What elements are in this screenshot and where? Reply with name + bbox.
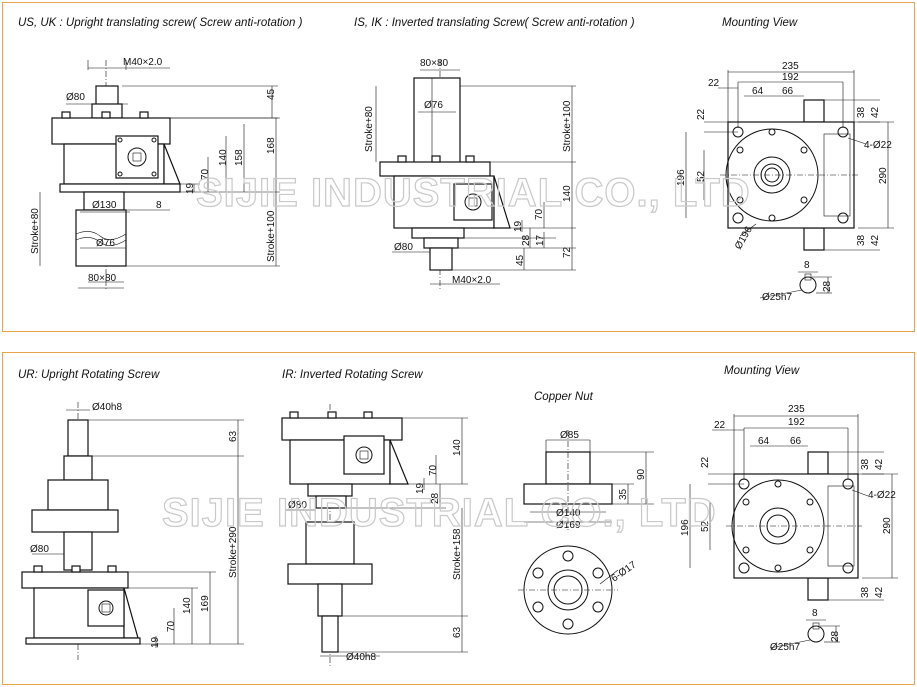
ir-h63: 63 xyxy=(452,626,463,638)
us-h158: 158 xyxy=(234,149,245,166)
us-h45: 45 xyxy=(266,88,277,100)
mounting-view-bottom: 235 192 22 64 66 22 38 42 4-Ø22 196 52 2… xyxy=(680,404,898,653)
ir-drawing: 140 70 19 28 Ø80 Stroke+158 63 Ø40h8 xyxy=(281,404,468,666)
ur-h169: 169 xyxy=(200,595,211,612)
mt-h196: 196 xyxy=(676,169,687,186)
mb-h42b: 42 xyxy=(874,586,885,598)
title-copper-nut: Copper Nut xyxy=(534,391,594,403)
ur-stroke290: Stroke+290 xyxy=(228,526,239,578)
ur-h70: 70 xyxy=(166,620,177,632)
mb-key28: 28 xyxy=(830,630,841,642)
is-h140: 140 xyxy=(562,185,573,202)
is-thread: M40×2.0 xyxy=(452,275,492,286)
is-stroke100: Stroke+100 xyxy=(562,100,573,152)
mb-shaft: Ø25h7 xyxy=(770,642,800,653)
mt-w192: 192 xyxy=(782,72,799,83)
mt-key8: 8 xyxy=(804,260,810,271)
us-uk-drawing: M40×2.0 Ø80 45 168 158 140 70 19 8 Ø130 … xyxy=(30,57,280,290)
nut-d140: Ø140 xyxy=(556,508,581,519)
is-stroke80: Stroke+80 xyxy=(364,106,375,152)
ur-drawing: Ø40h8 63 Ø80 Stroke+290 169 140 70 19 xyxy=(21,402,244,660)
is-d80: Ø80 xyxy=(394,242,413,253)
mb-h52: 52 xyxy=(700,520,711,532)
mt-w22: 22 xyxy=(708,78,720,89)
title-mounting-bottom: Mounting View xyxy=(724,365,800,377)
ir-h140: 140 xyxy=(452,439,463,456)
mb-h196: 196 xyxy=(680,519,691,536)
us-h140: 140 xyxy=(218,149,229,166)
mb-h290: 290 xyxy=(882,517,893,534)
ur-d40: Ø40h8 xyxy=(92,402,122,413)
us-d130: Ø130 xyxy=(92,200,117,211)
mb-holes: 4-Ø22 xyxy=(868,490,896,501)
is-h17: 17 xyxy=(535,234,546,246)
us-thread: M40×2.0 xyxy=(123,57,163,68)
mb-h22: 22 xyxy=(700,456,711,468)
ir-h70: 70 xyxy=(428,464,439,476)
watermark-bottom: SIJIE INDUSTRIAL CO., LTD xyxy=(162,491,717,535)
us-h19: 19 xyxy=(185,182,196,194)
mt-w235: 235 xyxy=(782,61,799,72)
title-ir: IR: Inverted Rotating Screw xyxy=(282,369,423,381)
mt-h42b: 42 xyxy=(870,234,881,246)
mb-w64: 64 xyxy=(758,436,770,447)
ur-h140: 140 xyxy=(182,597,193,614)
mt-h290: 290 xyxy=(878,167,889,184)
us-h70: 70 xyxy=(200,168,211,180)
mb-w22: 22 xyxy=(714,420,726,431)
mt-w64: 64 xyxy=(752,86,764,97)
title-us-uk: US, UK : Upright translating screw( Scre… xyxy=(18,17,303,29)
mt-holes: 4-Ø22 xyxy=(864,140,892,151)
ir-stroke158: Stroke+158 xyxy=(452,528,463,580)
mt-h42a: 42 xyxy=(870,106,881,118)
nut-h35: 35 xyxy=(618,488,629,500)
is-d76: Ø76 xyxy=(424,100,443,111)
mb-h38b: 38 xyxy=(860,586,871,598)
us-stroke100: Stroke+100 xyxy=(266,210,277,262)
mb-w235: 235 xyxy=(788,404,805,415)
us-h168: 168 xyxy=(266,137,277,154)
title-mounting-top: Mounting View xyxy=(722,17,798,29)
is-h19: 19 xyxy=(513,220,524,232)
ir-d80: Ø80 xyxy=(288,500,307,511)
mt-h22: 22 xyxy=(696,108,707,120)
ir-h19: 19 xyxy=(415,482,426,494)
mt-w66: 66 xyxy=(782,86,794,97)
nut-d85: Ø85 xyxy=(560,430,579,441)
ir-d40: Ø40h8 xyxy=(346,652,376,663)
mt-h38b: 38 xyxy=(856,234,867,246)
us-d76: Ø76 xyxy=(96,238,115,249)
us-stroke80: Stroke+80 xyxy=(30,208,41,254)
mounting-view-top: 235 192 22 64 66 22 38 42 4-Ø22 196 52 2… xyxy=(676,61,894,303)
nut-h90: 90 xyxy=(636,468,647,480)
us-sq80: 80×80 xyxy=(88,273,117,284)
title-is-ik: IS, IK : Inverted translating Screw( Scr… xyxy=(354,17,635,29)
mb-h42a: 42 xyxy=(874,458,885,470)
is-ik-drawing: 80×80 Ø76 Stroke+80 Stroke+100 140 70 19… xyxy=(364,58,576,290)
mb-key8: 8 xyxy=(812,608,818,619)
ur-d80: Ø80 xyxy=(30,544,49,555)
is-h72: 72 xyxy=(562,246,573,258)
ur-h19: 19 xyxy=(150,636,161,648)
is-sq80: 80×80 xyxy=(420,58,449,69)
mt-h52: 52 xyxy=(696,170,707,182)
is-h45: 45 xyxy=(515,254,526,266)
nut-holes: 6-Ø17 xyxy=(609,559,638,584)
mb-h38a: 38 xyxy=(860,458,871,470)
ir-h28: 28 xyxy=(430,492,441,504)
mt-h38a: 38 xyxy=(856,106,867,118)
us-d80: Ø80 xyxy=(66,92,85,103)
mt-shaft: Ø25h7 xyxy=(762,292,792,303)
ur-h63: 63 xyxy=(228,430,239,442)
watermark-top: SIJIE INDUSTRIAL CO., LTD xyxy=(196,171,751,215)
mb-w192: 192 xyxy=(788,417,805,428)
is-h70: 70 xyxy=(534,208,545,220)
mb-w66: 66 xyxy=(790,436,802,447)
mt-key28: 28 xyxy=(822,280,833,292)
us-h8: 8 xyxy=(156,200,162,211)
is-h28: 28 xyxy=(521,234,532,246)
nut-d169: Ø169 xyxy=(556,520,581,531)
title-ur: UR: Upright Rotating Screw xyxy=(18,369,160,381)
